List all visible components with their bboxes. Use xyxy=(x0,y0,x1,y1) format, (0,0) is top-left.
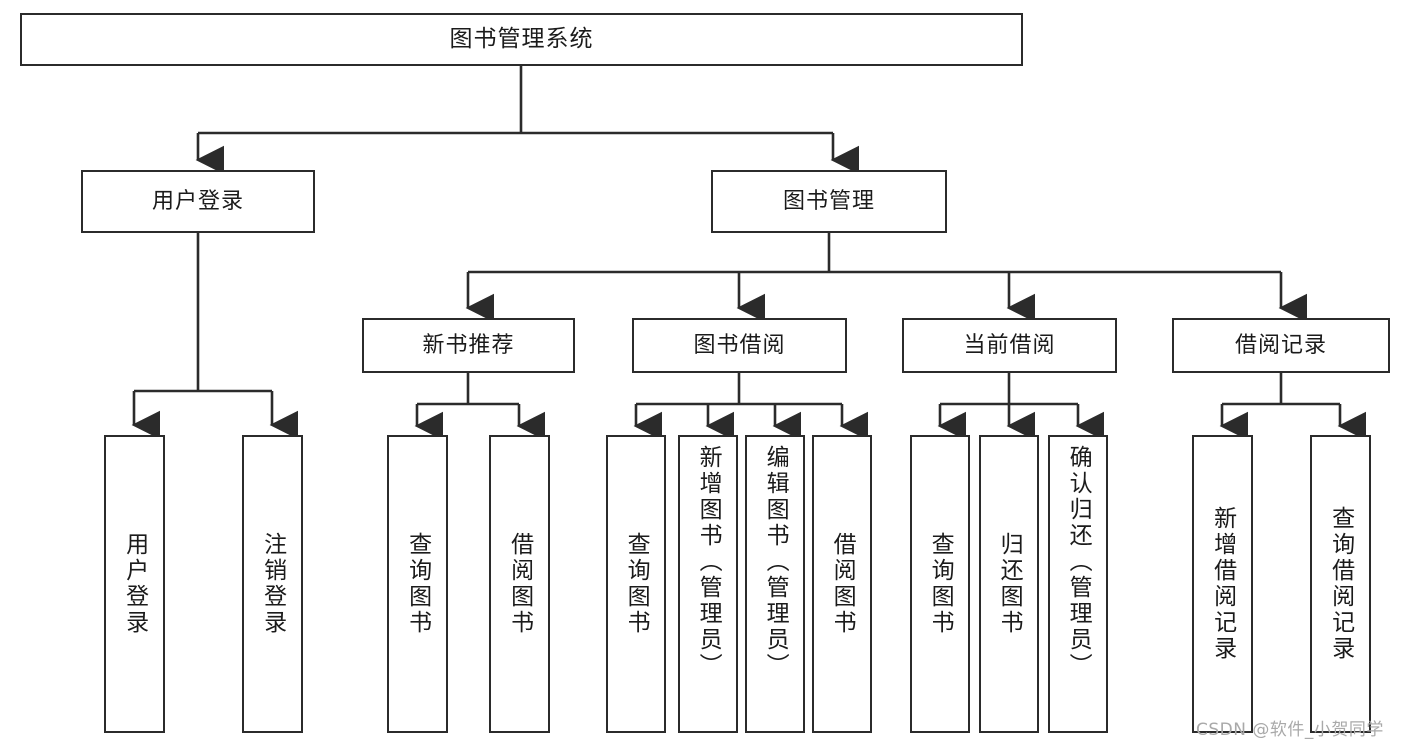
leaf-query-book-borrow[interactable]: 查询图书 xyxy=(606,435,666,733)
node-label: 当前借阅 xyxy=(963,332,1056,358)
node-label: 归还图书 xyxy=(996,532,1023,636)
node-label: 图书借阅 xyxy=(693,332,786,358)
node-label: 用户登录 xyxy=(121,532,148,636)
node-label: 注销登录 xyxy=(259,532,286,636)
node-label: 新增借阅记录 xyxy=(1209,506,1236,662)
leaf-user-login[interactable]: 用户登录 xyxy=(104,435,165,733)
leaf-borrow-book[interactable]: 借阅图书 xyxy=(812,435,872,733)
node-label: 确认归还（管理员） xyxy=(1065,445,1092,679)
node-label: 查询图书 xyxy=(623,532,650,636)
node-label: 图书管理系统 xyxy=(449,26,594,53)
node-book-borrow[interactable]: 图书借阅 xyxy=(632,318,847,373)
leaf-logout[interactable]: 注销登录 xyxy=(242,435,303,733)
node-label: 图书管理 xyxy=(782,188,875,214)
leaf-return-book[interactable]: 归还图书 xyxy=(979,435,1039,733)
node-label: 编辑图书（管理员） xyxy=(762,445,789,679)
node-label: 新书推荐 xyxy=(422,332,515,358)
watermark-text: CSDN @软件_小贺同学 xyxy=(1196,720,1384,740)
node-label: 借阅图书 xyxy=(506,532,533,636)
node-label: 借阅图书 xyxy=(829,532,856,636)
node-current-borrow[interactable]: 当前借阅 xyxy=(902,318,1117,373)
node-label: 新增图书（管理员） xyxy=(695,445,722,679)
node-user-login[interactable]: 用户登录 xyxy=(81,170,315,233)
node-label: 查询图书 xyxy=(927,532,954,636)
leaf-borrow-book-newbook[interactable]: 借阅图书 xyxy=(489,435,550,733)
leaf-query-borrow-record[interactable]: 查询借阅记录 xyxy=(1310,435,1371,733)
node-label: 借阅记录 xyxy=(1234,332,1327,358)
node-label: 查询图书 xyxy=(404,532,431,636)
node-label: 用户登录 xyxy=(151,188,244,214)
leaf-query-book-newbook[interactable]: 查询图书 xyxy=(387,435,448,733)
leaf-edit-book-admin[interactable]: 编辑图书（管理员） xyxy=(745,435,805,733)
leaf-query-book-current[interactable]: 查询图书 xyxy=(910,435,970,733)
leaf-add-borrow-record[interactable]: 新增借阅记录 xyxy=(1192,435,1253,733)
node-new-book-recommend[interactable]: 新书推荐 xyxy=(362,318,575,373)
node-root-system[interactable]: 图书管理系统 xyxy=(20,13,1023,66)
leaf-add-book-admin[interactable]: 新增图书（管理员） xyxy=(678,435,738,733)
node-book-management[interactable]: 图书管理 xyxy=(711,170,947,233)
leaf-confirm-return-admin[interactable]: 确认归还（管理员） xyxy=(1048,435,1108,733)
node-borrow-record[interactable]: 借阅记录 xyxy=(1172,318,1390,373)
node-label: 查询借阅记录 xyxy=(1327,506,1354,662)
